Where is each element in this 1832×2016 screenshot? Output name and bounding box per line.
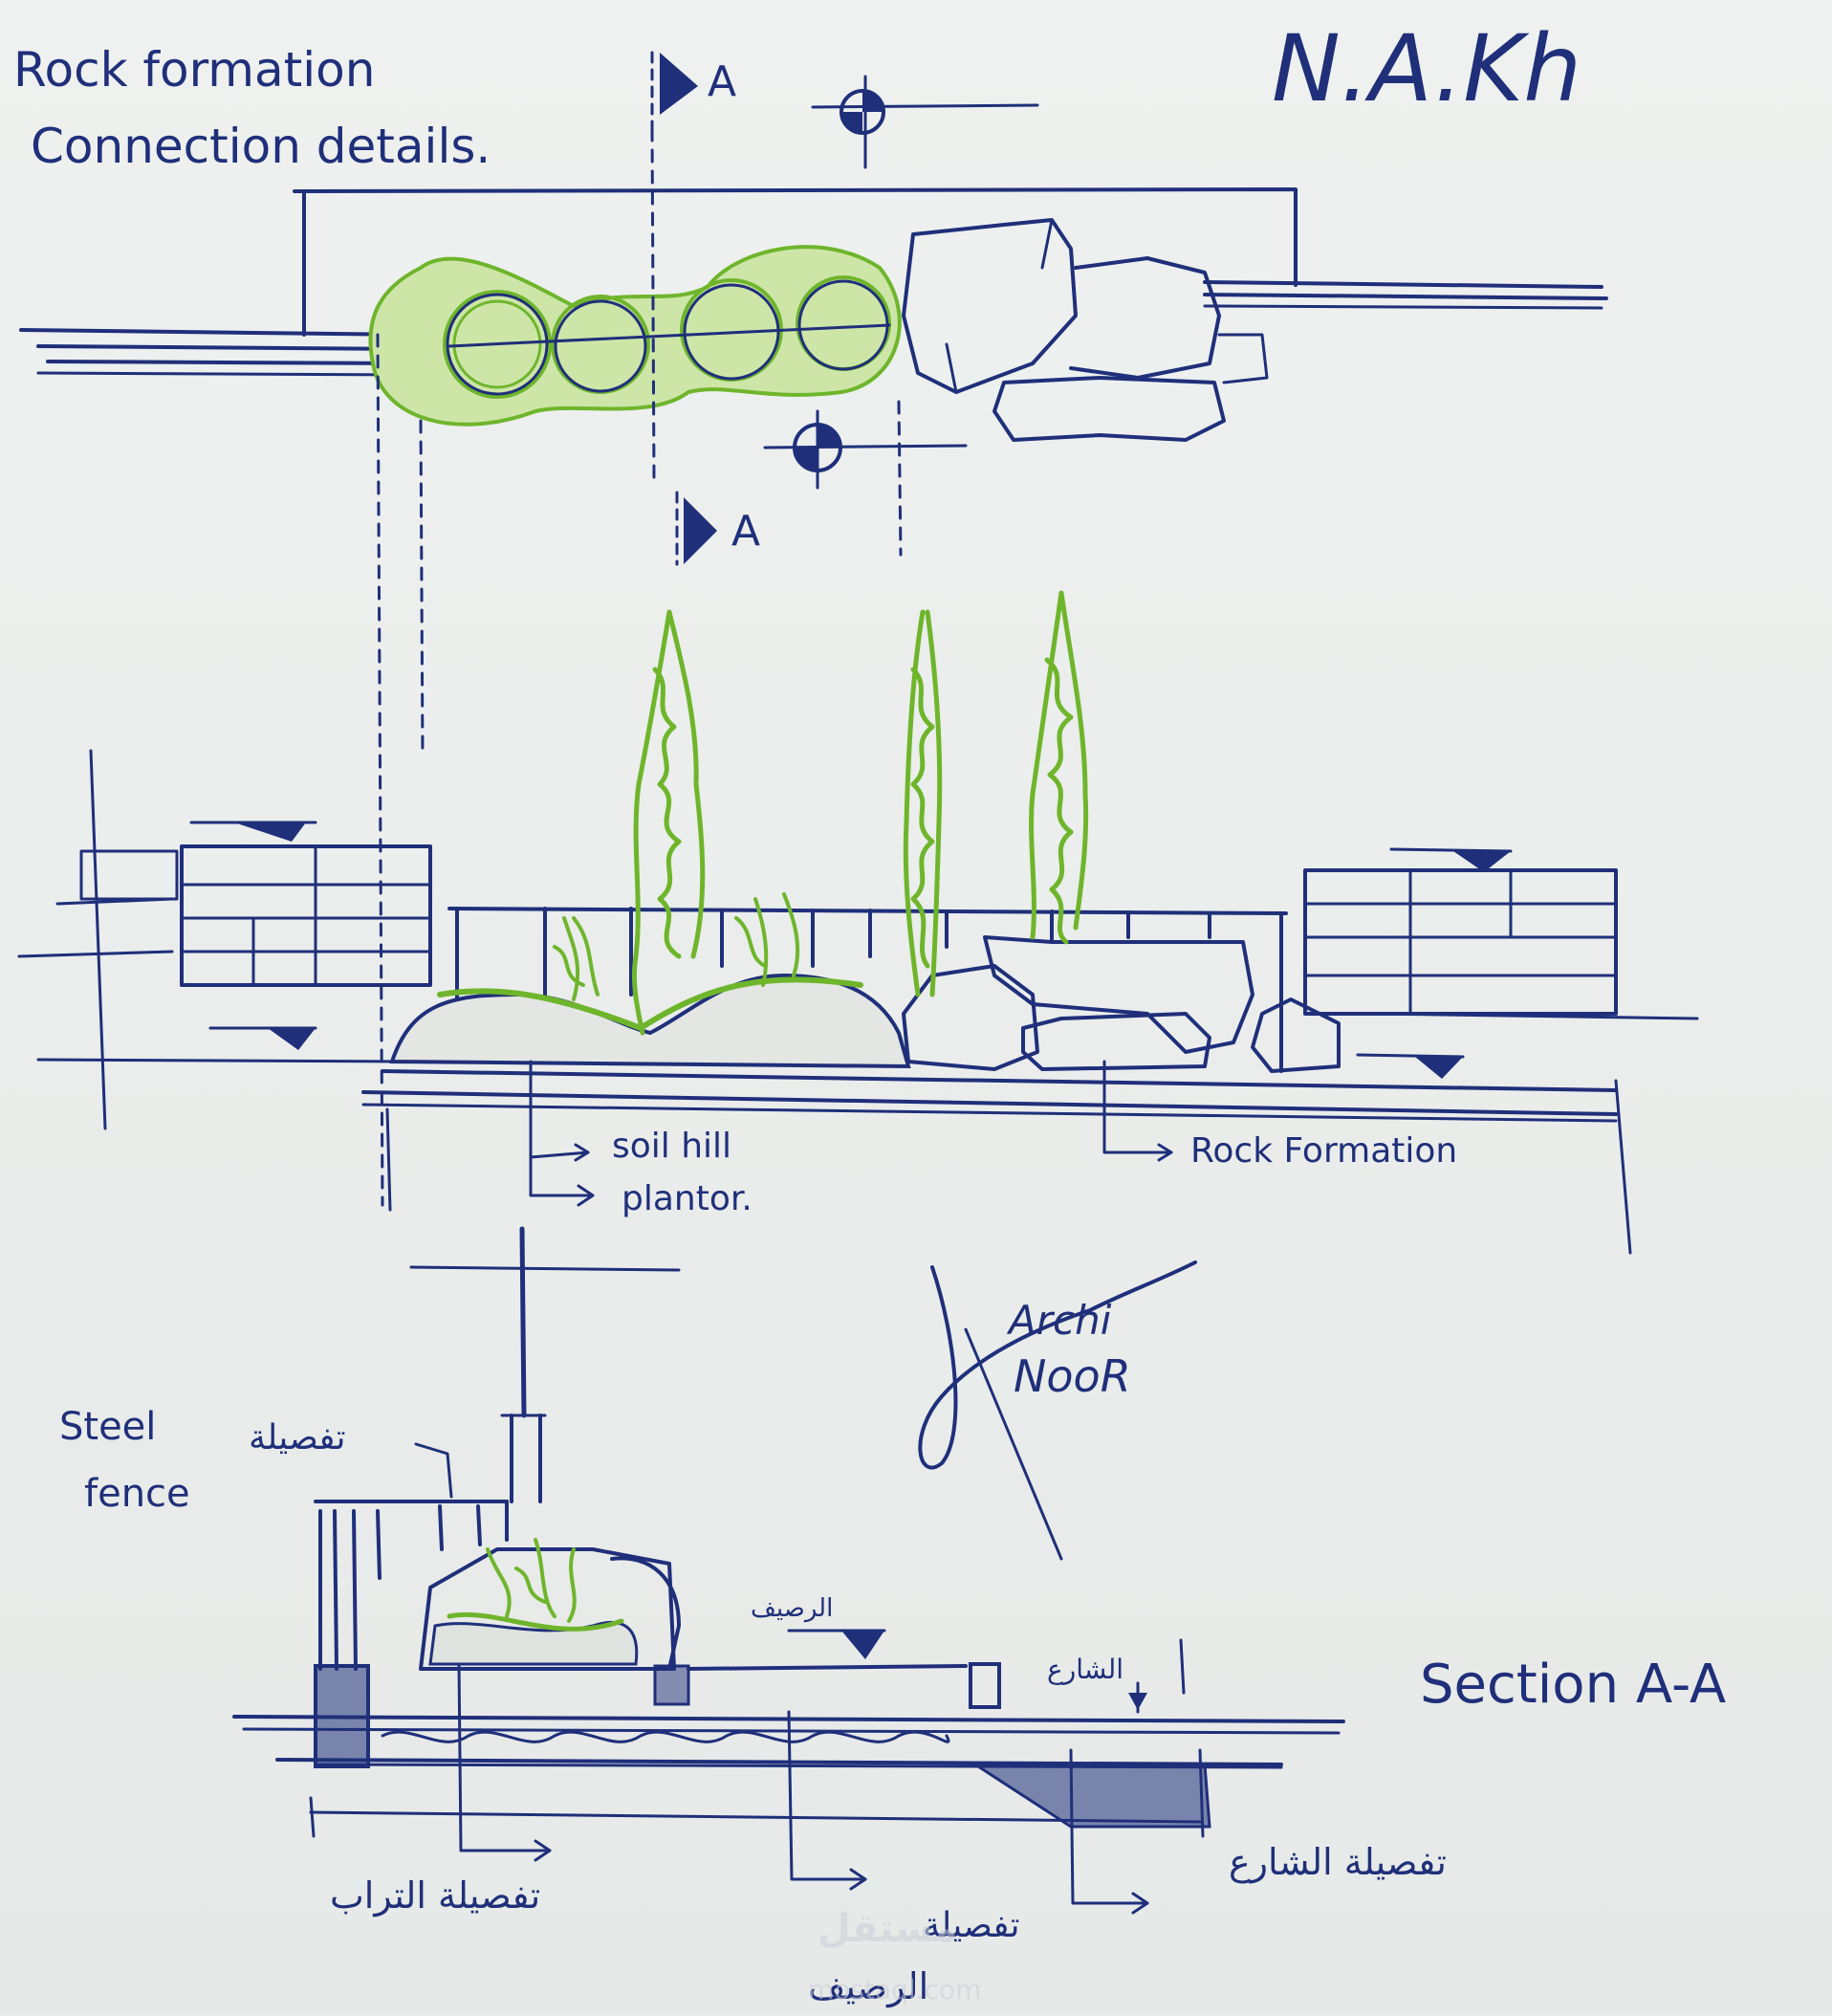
elevation-fence: [447, 907, 1288, 1073]
elevation-rocks: [902, 935, 1341, 1073]
section-planter: [419, 1538, 681, 1671]
label-sidewalk-detail-ar-2: الرصيف: [808, 1965, 928, 2008]
label-street-ar: الشارع: [1047, 1654, 1123, 1685]
section-marker-bottom-label: A: [731, 507, 760, 556]
watermark: مستقل mostaql.com: [808, 1907, 981, 2005]
elevation-leaders: [529, 1060, 1173, 1207]
plan-tree-circles: [443, 275, 891, 399]
initials: N.A.Kh: [1272, 15, 1581, 122]
signature-line-1: Archi: [1006, 1297, 1112, 1344]
label-rock-formation: Rock Formation: [1190, 1131, 1457, 1171]
section-title: Section A-A: [1420, 1654, 1726, 1716]
section-marker-top: A: [650, 51, 736, 131]
section-fence-footing: [314, 1664, 370, 1768]
label-soil-hill: soil hill: [612, 1127, 731, 1166]
label-planter: plantor.: [622, 1179, 752, 1218]
elevation-view: soil hill plantor. Rock Formation: [17, 590, 1699, 1255]
label-sidewalk-ar: الرصيف: [751, 1594, 833, 1623]
label-fence: fence: [84, 1472, 190, 1516]
section-view: Steel fence تفصيلة الرصيف الشارع تفصيلة …: [59, 1226, 1726, 2008]
section-leaders: [414, 1442, 1149, 1915]
signature-line-2: NooR: [1014, 1350, 1131, 1402]
title-line-1: Rock formation: [13, 42, 375, 98]
plan-wall-right: [1203, 280, 1608, 310]
elevation-trees: [553, 590, 1089, 1036]
plan-view: A A: [19, 51, 1608, 1207]
plan-wall-left: [19, 328, 413, 377]
watermark-ar: مستقل: [818, 1907, 957, 1951]
section-dimension-line: [309, 1810, 1202, 1824]
label-steel: Steel: [59, 1405, 156, 1449]
elevation-wall-right: [1303, 847, 1699, 1079]
datum-marker-top: [811, 75, 1039, 169]
label-sidewalk-detail-ar-1: تفصيلة: [923, 1906, 1020, 1945]
projection-lines: [376, 127, 903, 1207]
watermark-latin: mostaql.com: [808, 1974, 981, 2005]
elevation-wall-left: [17, 821, 432, 1050]
section-sidewalk: [653, 1629, 1001, 1709]
plan-rock-formation: [902, 218, 1269, 442]
section-street: [970, 1638, 1211, 1829]
elevation-ground: [36, 749, 1632, 1255]
section-lamp-post: [409, 1226, 681, 1503]
section-steel-fence: [314, 1500, 509, 1671]
plan-frame: [293, 187, 1298, 287]
plan-planter-blob: [368, 245, 902, 427]
label-street-detail-ar: تفصيلة الشارع: [1229, 1841, 1447, 1883]
signature: Archi NooR: [918, 1260, 1197, 1561]
section-marker-bottom: A: [675, 491, 760, 566]
title-line-2: Connection details.: [31, 119, 491, 174]
label-fence-detail-ar: تفصيلة: [249, 1418, 346, 1457]
section-marker-top-label: A: [708, 57, 736, 106]
datum-marker-bottom: [763, 409, 968, 490]
label-soil-detail-ar: تفصيلة التراب: [330, 1874, 540, 1917]
